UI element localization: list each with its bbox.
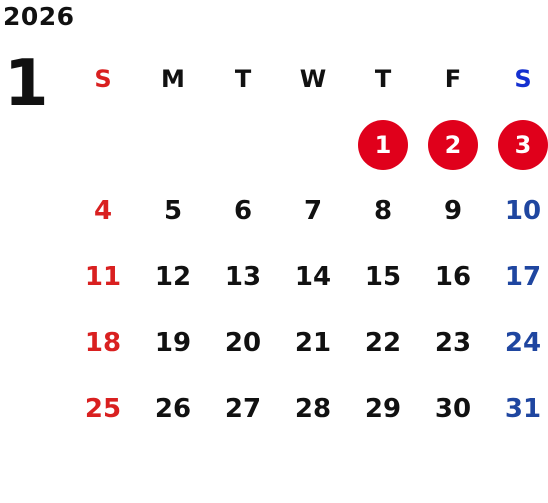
day-cell: 19: [154, 328, 192, 358]
year-label: 2026: [3, 2, 75, 31]
holiday-day-1: 1: [358, 120, 408, 170]
day-cell: 4: [93, 196, 113, 226]
week-row-1: 1 2 3: [68, 112, 548, 178]
day-cell: 30: [434, 394, 472, 424]
weekday-monday: M: [161, 65, 185, 93]
day-cell: 20: [224, 328, 262, 358]
day-cell-empty: [75, 119, 131, 171]
weekday-friday: F: [444, 65, 462, 93]
day-cell: 26: [154, 394, 192, 424]
day-cell: 9: [443, 196, 463, 226]
day-cell: 28: [294, 394, 332, 424]
day-cell: 27: [224, 394, 262, 424]
weekday-header-row: S M T W T F S: [68, 46, 548, 112]
day-cell: 6: [233, 196, 253, 226]
day-cell: 31: [504, 394, 542, 424]
day-cell: 7: [303, 196, 323, 226]
week-row-4: 18 19 20 21 22 23 24: [68, 310, 548, 376]
week-row-3: 11 12 13 14 15 16 17: [68, 244, 548, 310]
day-cell: 5: [163, 196, 183, 226]
day-cell: 11: [84, 262, 122, 292]
weekday-thursday: T: [374, 65, 392, 93]
day-cell: 13: [224, 262, 262, 292]
holiday-day-2: 2: [428, 120, 478, 170]
day-cell: 12: [154, 262, 192, 292]
day-cell: 29: [364, 394, 402, 424]
day-cell-empty: [145, 119, 201, 171]
day-cell: 10: [504, 196, 542, 226]
day-cell: 14: [294, 262, 332, 292]
week-row-2: 4 5 6 7 8 9 10: [68, 178, 548, 244]
day-cell: 8: [373, 196, 393, 226]
week-row-5: 25 26 27 28 29 30 31: [68, 376, 548, 442]
day-cell: 25: [84, 394, 122, 424]
day-cell: 15: [364, 262, 402, 292]
weekday-tuesday: T: [234, 65, 252, 93]
day-cell: 22: [364, 328, 402, 358]
day-cell-empty: [285, 119, 341, 171]
day-cell: 18: [84, 328, 122, 358]
day-cell: 23: [434, 328, 472, 358]
weekday-wednesday: W: [299, 65, 327, 93]
weekday-sunday: S: [94, 65, 112, 93]
weekday-saturday: S: [514, 65, 532, 93]
calendar-grid: S M T W T F S 1 2 3 4 5 6 7 8 9 10 11: [68, 46, 548, 442]
holiday-day-3: 3: [498, 120, 548, 170]
day-cell: 24: [504, 328, 542, 358]
month-number: 1: [4, 47, 49, 121]
day-cell: 21: [294, 328, 332, 358]
day-cell: 16: [434, 262, 472, 292]
day-cell-empty: [215, 119, 271, 171]
day-cell: 17: [504, 262, 542, 292]
